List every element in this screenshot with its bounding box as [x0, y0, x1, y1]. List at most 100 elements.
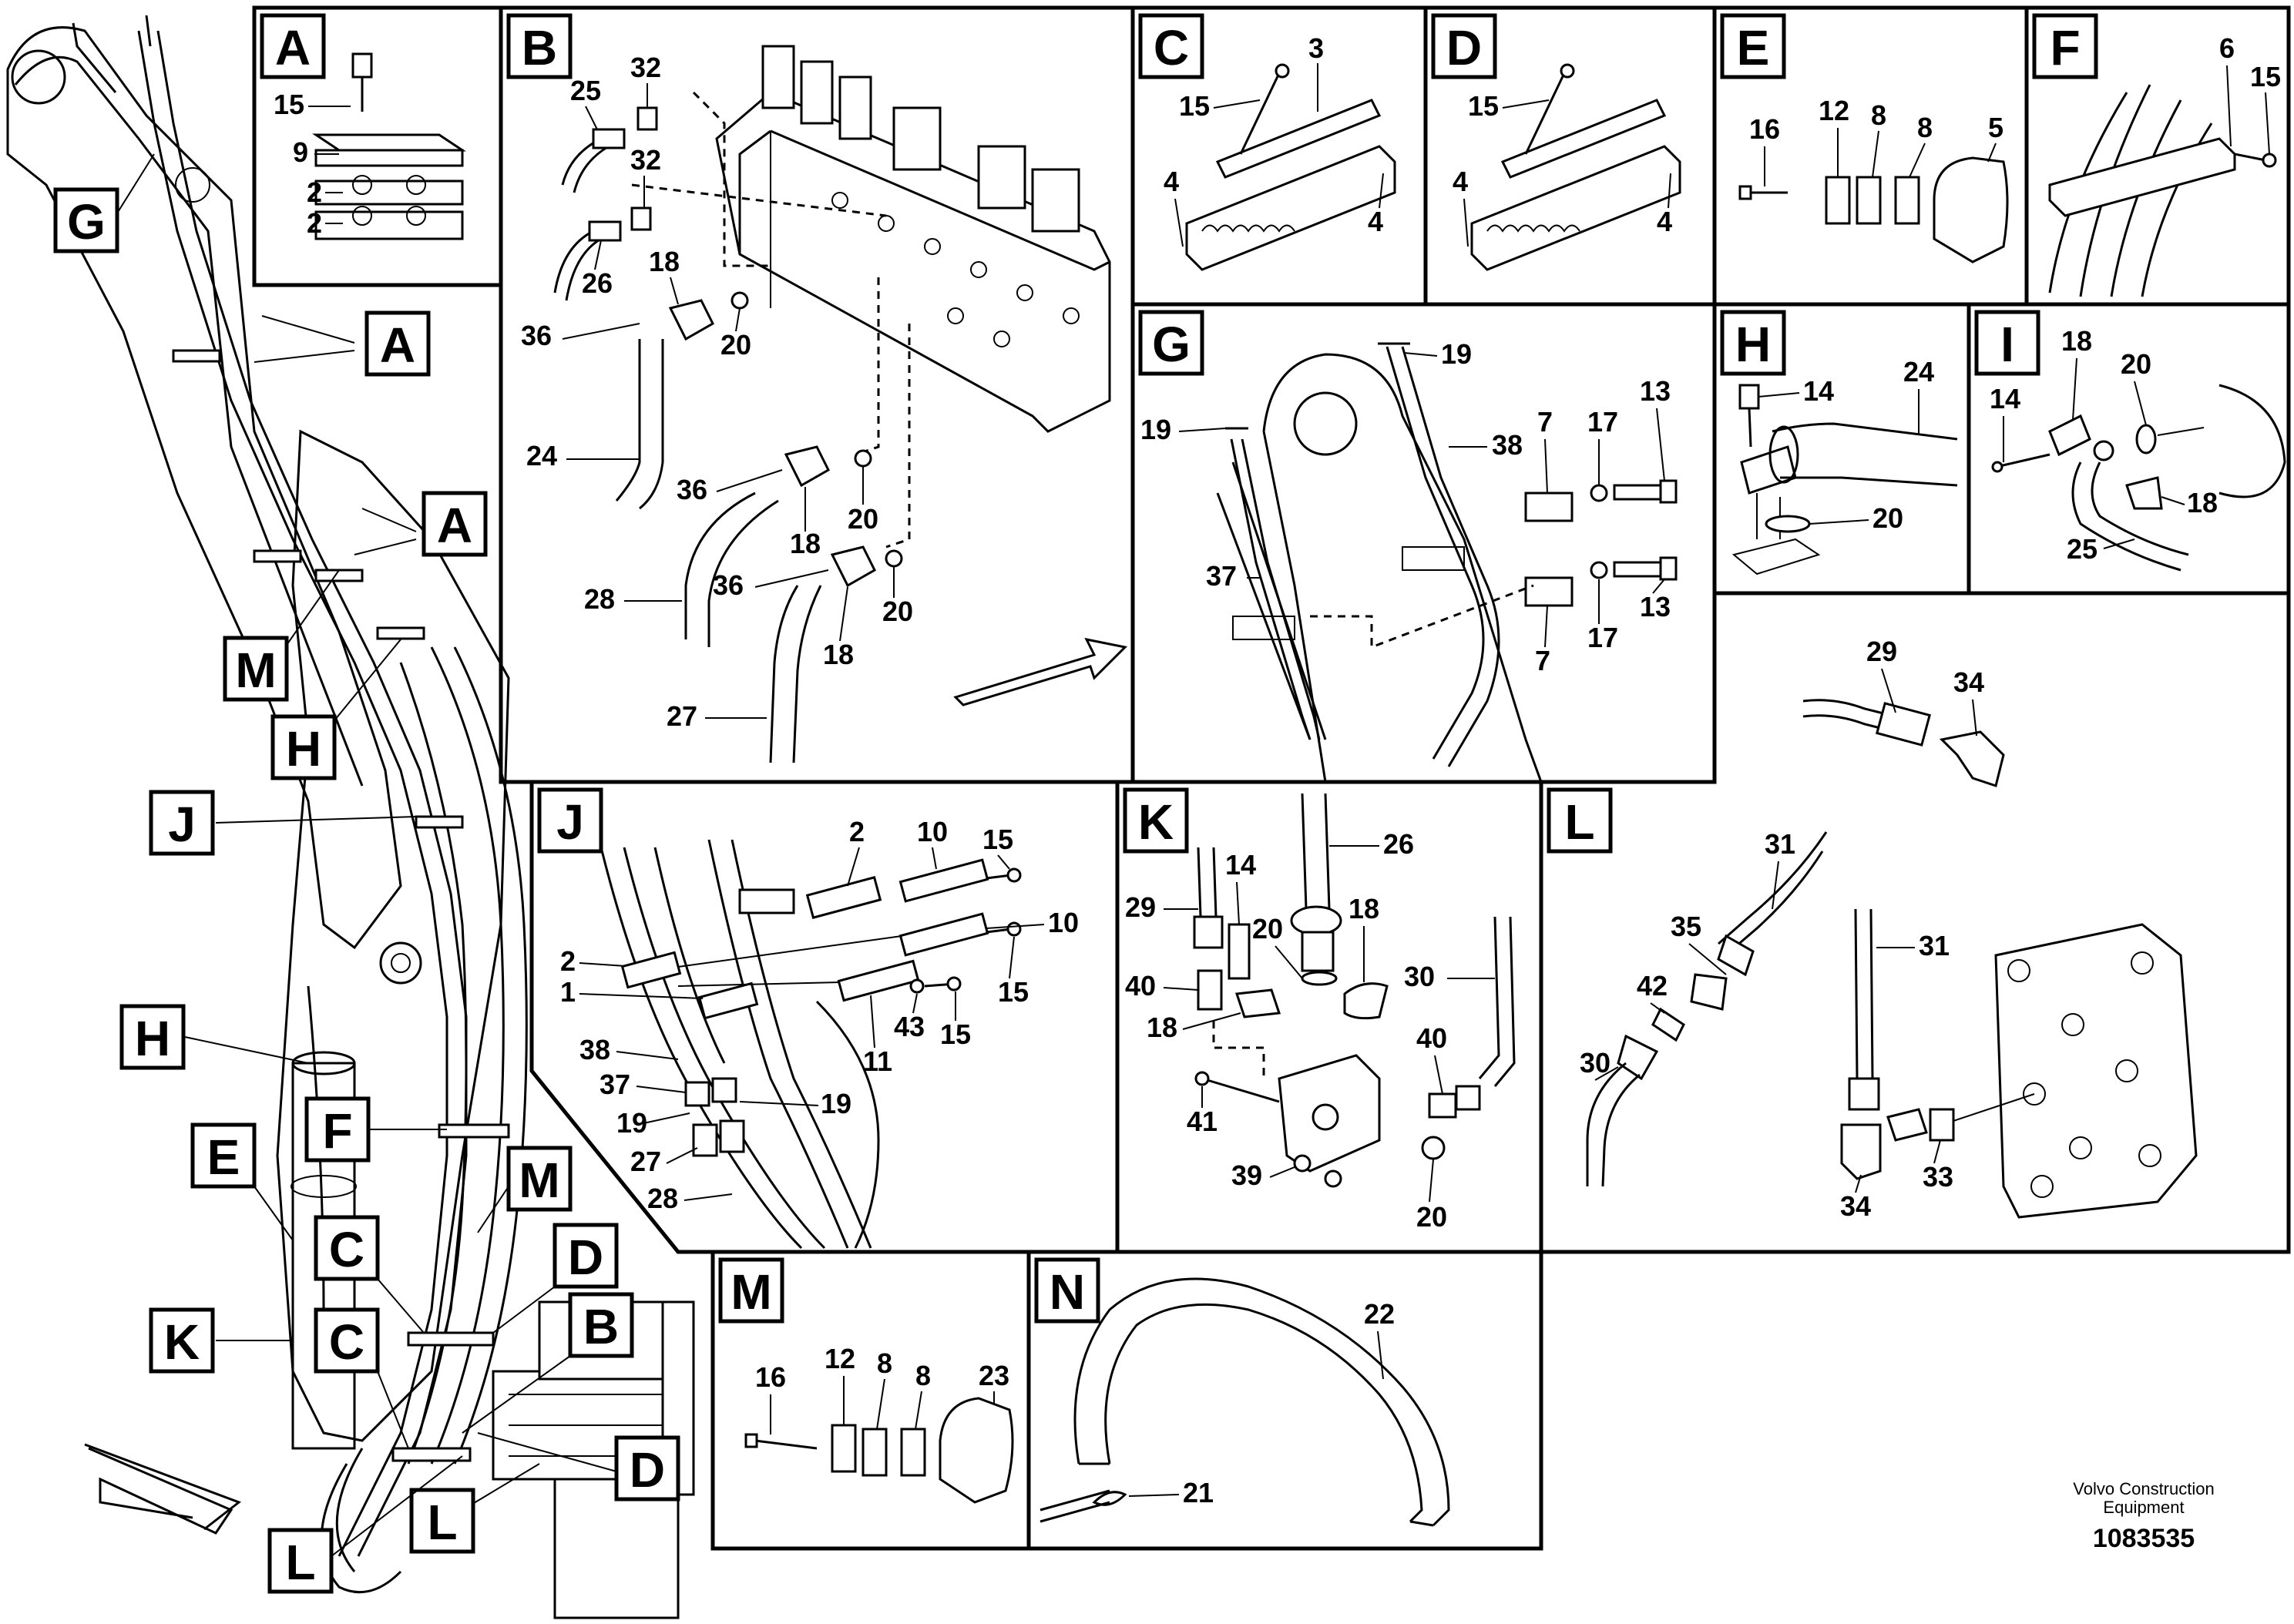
svg-text:36: 36	[521, 320, 552, 351]
svg-text:20: 20	[720, 329, 751, 361]
overview-label-l1	[409, 1488, 475, 1554]
panel-l: L 31 35 42 30 31 34 33	[1539, 591, 2291, 1254]
overview-label-k	[149, 1307, 215, 1374]
svg-text:23: 23	[979, 1360, 1009, 1391]
svg-text:18: 18	[2187, 487, 2218, 518]
panel-n: N 22 21	[1026, 1250, 1543, 1551]
svg-text:A: A	[437, 498, 472, 553]
svg-text:18: 18	[2061, 325, 2092, 357]
svg-text:32: 32	[630, 52, 661, 83]
svg-text:12: 12	[1819, 95, 1849, 126]
svg-text:M: M	[519, 1153, 559, 1208]
svg-text:39: 39	[1231, 1159, 1262, 1191]
svg-text:H: H	[286, 721, 321, 777]
panel-d: D 15 4 4	[1423, 5, 1717, 307]
svg-text:D: D	[568, 1230, 603, 1285]
svg-text:A: A	[380, 317, 415, 373]
svg-text:14: 14	[1990, 383, 2020, 414]
svg-text:17: 17	[1587, 406, 1618, 438]
svg-text:17: 17	[1587, 622, 1618, 653]
svg-text:25: 25	[570, 75, 601, 106]
svg-text:1: 1	[560, 976, 576, 1008]
svg-text:M: M	[235, 643, 276, 698]
overview-label-b	[568, 1292, 634, 1358]
svg-text:43: 43	[894, 1011, 925, 1042]
svg-text:L: L	[427, 1495, 457, 1550]
panel-c: C 15 3 4 4	[1130, 5, 1428, 307]
svg-text:H: H	[135, 1011, 170, 1066]
svg-text:32: 32	[630, 144, 661, 176]
svg-text:40: 40	[1125, 970, 1156, 1002]
svg-text:6: 6	[2219, 32, 2235, 64]
svg-text:13: 13	[1640, 591, 1671, 622]
svg-text:12: 12	[825, 1343, 855, 1374]
overview-label-j	[149, 790, 215, 856]
overview-label-m2	[506, 1146, 573, 1212]
svg-text:19: 19	[1140, 414, 1171, 445]
panel-m-letter: M	[731, 1264, 771, 1320]
overview-label-g	[53, 187, 119, 253]
svg-text:38: 38	[579, 1034, 610, 1065]
overview-label-c1	[314, 1215, 380, 1281]
svg-text:34: 34	[1840, 1190, 1871, 1222]
panel-i: I 14 18 20 18 25	[1967, 302, 2291, 596]
svg-text:20: 20	[848, 503, 878, 535]
fitting-29-34: 29 34	[1802, 636, 2005, 787]
footer-company-line2: Equipment	[2103, 1498, 2184, 1517]
svg-text:19: 19	[821, 1088, 851, 1119]
panel-f: F 6 15	[2024, 5, 2291, 307]
svg-text:15: 15	[998, 976, 1029, 1008]
svg-text:18: 18	[1147, 1012, 1177, 1043]
svg-text:33: 33	[1923, 1161, 1953, 1193]
svg-text:18: 18	[649, 246, 680, 277]
svg-text:31: 31	[1919, 930, 1950, 961]
svg-text:27: 27	[667, 700, 697, 732]
svg-text:15: 15	[1179, 90, 1210, 122]
svg-text:26: 26	[582, 267, 613, 299]
overview-label-a1	[364, 310, 431, 377]
panel-h-letter: H	[1735, 317, 1771, 372]
svg-text:L: L	[285, 1535, 315, 1590]
svg-text:28: 28	[584, 583, 615, 615]
svg-text:30: 30	[1580, 1047, 1611, 1079]
svg-text:8: 8	[915, 1360, 931, 1391]
panel-e: E 16 12 8 8 5	[1712, 5, 2029, 307]
panel-j: J 2 10 15 10 2 1	[529, 780, 1120, 1254]
svg-text:36: 36	[677, 474, 707, 505]
panel-i-letter: I	[2000, 317, 2014, 372]
panel-c-letter: C	[1154, 20, 1189, 75]
svg-text:7: 7	[1537, 406, 1553, 438]
svg-text:31: 31	[1765, 828, 1795, 860]
svg-text:38: 38	[1492, 429, 1523, 461]
panel-b-letter: B	[522, 20, 557, 75]
overview-label-l2	[267, 1528, 334, 1594]
svg-text:28: 28	[647, 1183, 678, 1214]
svg-text:2: 2	[560, 945, 576, 977]
svg-text:19: 19	[1441, 338, 1472, 370]
overview-label-h2	[119, 1004, 186, 1070]
svg-text:15: 15	[2250, 61, 2281, 92]
svg-text:15: 15	[274, 89, 304, 120]
panel-h: H 14 24 20	[1712, 302, 1971, 596]
footer: Volvo Construction Equipment 1083535	[2073, 1479, 2214, 1553]
svg-text:20: 20	[2121, 348, 2151, 380]
svg-text:15: 15	[940, 1018, 971, 1050]
svg-text:4: 4	[1164, 166, 1179, 197]
svg-text:5: 5	[1988, 112, 2003, 143]
svg-text:35: 35	[1671, 911, 1701, 942]
svg-text:16: 16	[1749, 113, 1780, 145]
footer-company-line1: Volvo Construction	[2073, 1479, 2214, 1498]
svg-text:K: K	[164, 1314, 200, 1370]
drawing-number: 1083535	[2093, 1524, 2195, 1553]
svg-text:25: 25	[2067, 533, 2098, 565]
svg-text:14: 14	[1803, 375, 1834, 407]
overview-callouts: G A A M H J H F E M C D	[53, 153, 680, 1594]
svg-text:18: 18	[790, 528, 821, 559]
panel-l-letter: L	[1564, 794, 1594, 850]
panel-m: M 16 12 8 8 23	[710, 1250, 1031, 1551]
svg-text:13: 13	[1640, 375, 1671, 407]
svg-text:30: 30	[1404, 961, 1435, 992]
svg-text:26: 26	[1383, 828, 1414, 860]
